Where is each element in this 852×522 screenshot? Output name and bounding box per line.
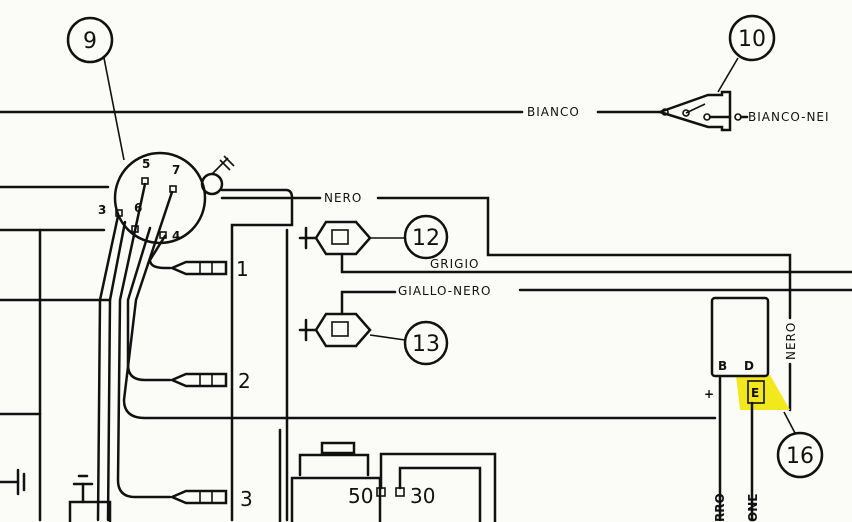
- ground-symbols: [0, 468, 112, 522]
- switch-10: BIANCO-NEI: [656, 57, 830, 132]
- svg-text:NERO: NERO: [324, 191, 362, 205]
- svg-text:+: +: [704, 387, 714, 401]
- svg-text:3: 3: [98, 203, 106, 217]
- nero-wire: NERO NERO: [220, 188, 798, 522]
- svg-text:50: 50: [348, 484, 373, 508]
- regulator-16: B D + E RRO ONE: [704, 296, 796, 522]
- svg-text:E: E: [751, 386, 759, 400]
- sender-13: GIALLO-NERO 13: [298, 284, 852, 366]
- svg-text:10: 10: [738, 27, 766, 52]
- svg-text:NERO: NERO: [784, 322, 798, 360]
- spark-plug-1: 1: [168, 257, 249, 281]
- svg-text:BIANCO: BIANCO: [527, 105, 580, 119]
- callout-10: 10: [728, 14, 776, 62]
- svg-text:D: D: [744, 359, 754, 373]
- svg-text:GRIGIO: GRIGIO: [430, 257, 479, 271]
- distributor: 5 7 3 6 4: [0, 151, 717, 522]
- svg-text:B: B: [718, 359, 727, 373]
- svg-text:RRO: RRO: [713, 493, 727, 522]
- svg-text:9: 9: [83, 29, 97, 54]
- svg-text:5: 5: [142, 157, 150, 171]
- svg-text:6: 6: [134, 201, 142, 215]
- bianco-wire: BIANCO: [0, 105, 664, 119]
- svg-text:12: 12: [412, 226, 440, 251]
- svg-text:GIALLO-NERO: GIALLO-NERO: [398, 284, 491, 298]
- sender-12: GRIGIO 12: [298, 214, 852, 274]
- starter-motor: 50 30: [278, 428, 497, 522]
- callout-9: 9: [66, 16, 125, 161]
- svg-text:7: 7: [172, 163, 180, 177]
- spark-plug-3: 3: [168, 487, 253, 511]
- spark-plug-2: 2: [168, 369, 251, 393]
- svg-text:30: 30: [410, 484, 435, 508]
- svg-text:3: 3: [240, 487, 253, 511]
- callout-16: 16: [776, 431, 824, 479]
- svg-text:ONE: ONE: [746, 494, 760, 522]
- svg-text:16: 16: [786, 444, 814, 469]
- svg-text:4: 4: [172, 229, 180, 243]
- svg-text:BIANCO-NEI: BIANCO-NEI: [748, 110, 830, 124]
- svg-text:1: 1: [236, 257, 249, 281]
- svg-text:13: 13: [412, 332, 440, 357]
- svg-text:2: 2: [238, 369, 251, 393]
